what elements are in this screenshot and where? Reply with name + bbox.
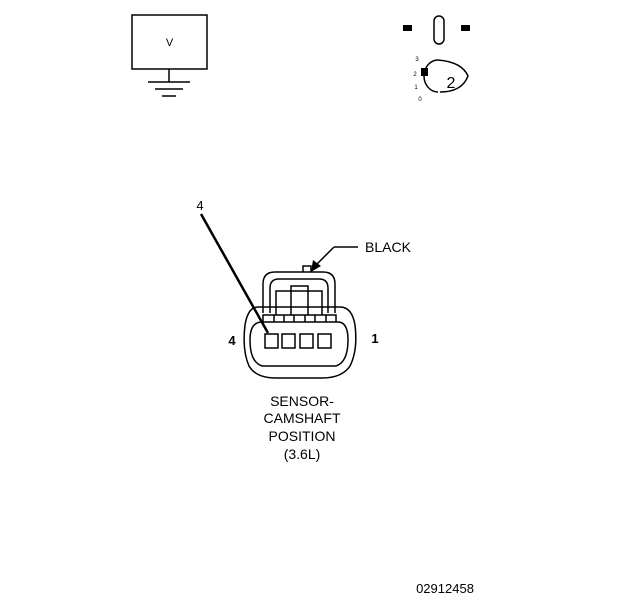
caption-line-4: (3.6L) xyxy=(284,446,321,462)
selector-scale-3: 3 xyxy=(415,57,419,63)
pin-callout: 4 xyxy=(196,198,270,334)
connector-pin-4 xyxy=(264,333,279,349)
color-leader: BLACK xyxy=(311,239,412,272)
connector-pin-1 xyxy=(317,333,332,349)
pin-callout-number: 4 xyxy=(196,198,203,213)
selector-scale-1: 1 xyxy=(414,85,418,91)
ground-icon xyxy=(148,81,190,97)
connector-pin-2 xyxy=(299,333,314,349)
selector-scale-0: 0 xyxy=(418,97,422,103)
connector-caption: SENSOR- CAMSHAFT POSITION (3.6L) xyxy=(264,393,341,462)
figure-id: 02912458 xyxy=(416,581,474,596)
caption-line-3: POSITION xyxy=(269,428,336,444)
connector-color-label: BLACK xyxy=(365,239,412,255)
selector-switch-icon: 2 3 2 1 0 xyxy=(403,15,470,103)
voltmeter-icon: V xyxy=(131,14,208,97)
caption-line-1: SENSOR- xyxy=(270,393,334,409)
pin-label-left: 4 xyxy=(228,333,236,348)
pin-label-right: 1 xyxy=(371,331,378,346)
selector-scale-2: 2 xyxy=(413,72,417,78)
caption-line-2: CAMSHAFT xyxy=(264,410,341,426)
connector-pin-3 xyxy=(281,333,296,349)
selector-position-number: 2 xyxy=(447,75,456,92)
voltmeter-symbol: V xyxy=(166,37,174,49)
connector-drawing xyxy=(243,265,357,379)
